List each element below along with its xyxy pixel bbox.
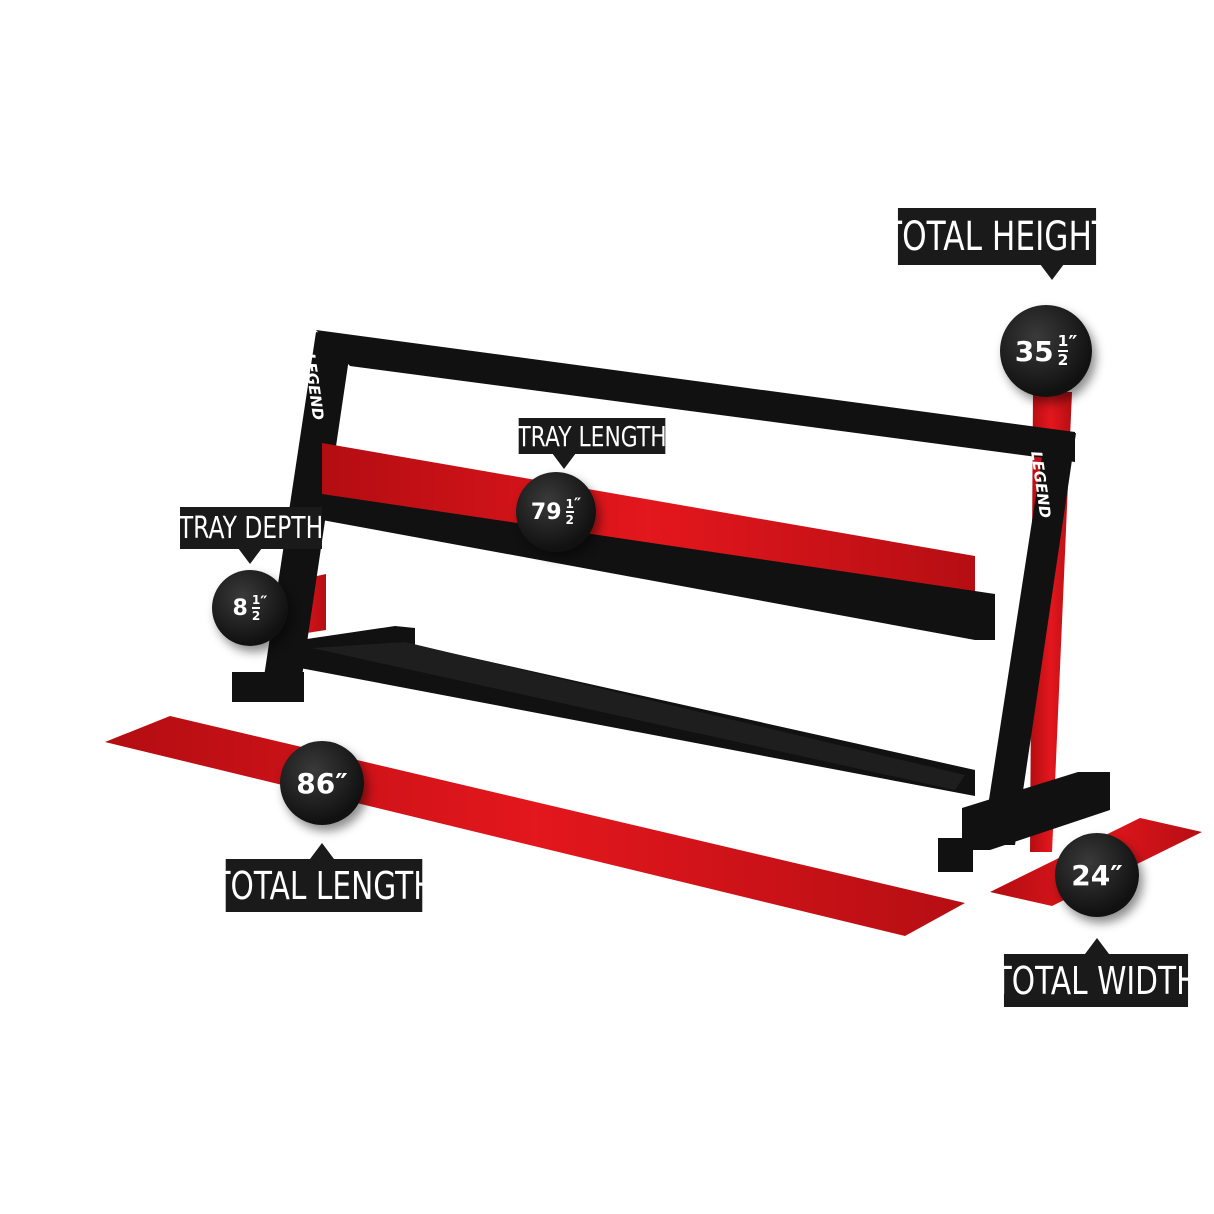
total-width-value: 24″ <box>1055 833 1139 917</box>
whole: 79 <box>530 499 562 525</box>
denominator: 2 <box>251 609 261 623</box>
unit: ″ <box>573 494 582 513</box>
numerator: 1 <box>251 592 261 607</box>
numerator: 1 <box>1057 331 1069 350</box>
total-height-pointer <box>1040 264 1064 280</box>
tray-length-pointer <box>552 453 576 469</box>
right-upright <box>982 433 1076 845</box>
fraction-bar <box>251 607 261 609</box>
denominator: 2 <box>565 513 574 527</box>
whole: 35 <box>1014 334 1054 368</box>
unit: ″ <box>260 592 268 611</box>
numerator: 1 <box>565 496 574 511</box>
denominator: 2 <box>1057 351 1069 369</box>
total-length-label: TOTAL LENGTH <box>212 859 436 912</box>
whole: 8 <box>232 595 248 621</box>
tray-depth-label: TRAY DEPTH <box>179 507 323 549</box>
fraction-bar <box>1057 350 1069 352</box>
unit: ″ <box>1068 331 1078 355</box>
total-length-pointer <box>310 843 334 859</box>
fraction-bar <box>565 511 574 513</box>
upper-tray <box>322 494 995 640</box>
total-width-label: TOTAL WIDTH <box>994 954 1198 1007</box>
total-length-value: 86″ <box>280 741 364 825</box>
total-width-pointer <box>1085 938 1109 954</box>
tray-length-label: TRAY LENGTH <box>517 418 667 454</box>
right-base <box>962 772 1110 850</box>
tray-depth-pointer <box>238 548 262 564</box>
upper-tray-backboard <box>322 443 975 608</box>
lower-tray-mat <box>312 642 965 790</box>
left-foot <box>232 672 304 702</box>
total-height-label: TOTAL HEIGHT <box>883 208 1111 265</box>
right-foot <box>938 838 973 872</box>
top-bar <box>316 330 1075 462</box>
